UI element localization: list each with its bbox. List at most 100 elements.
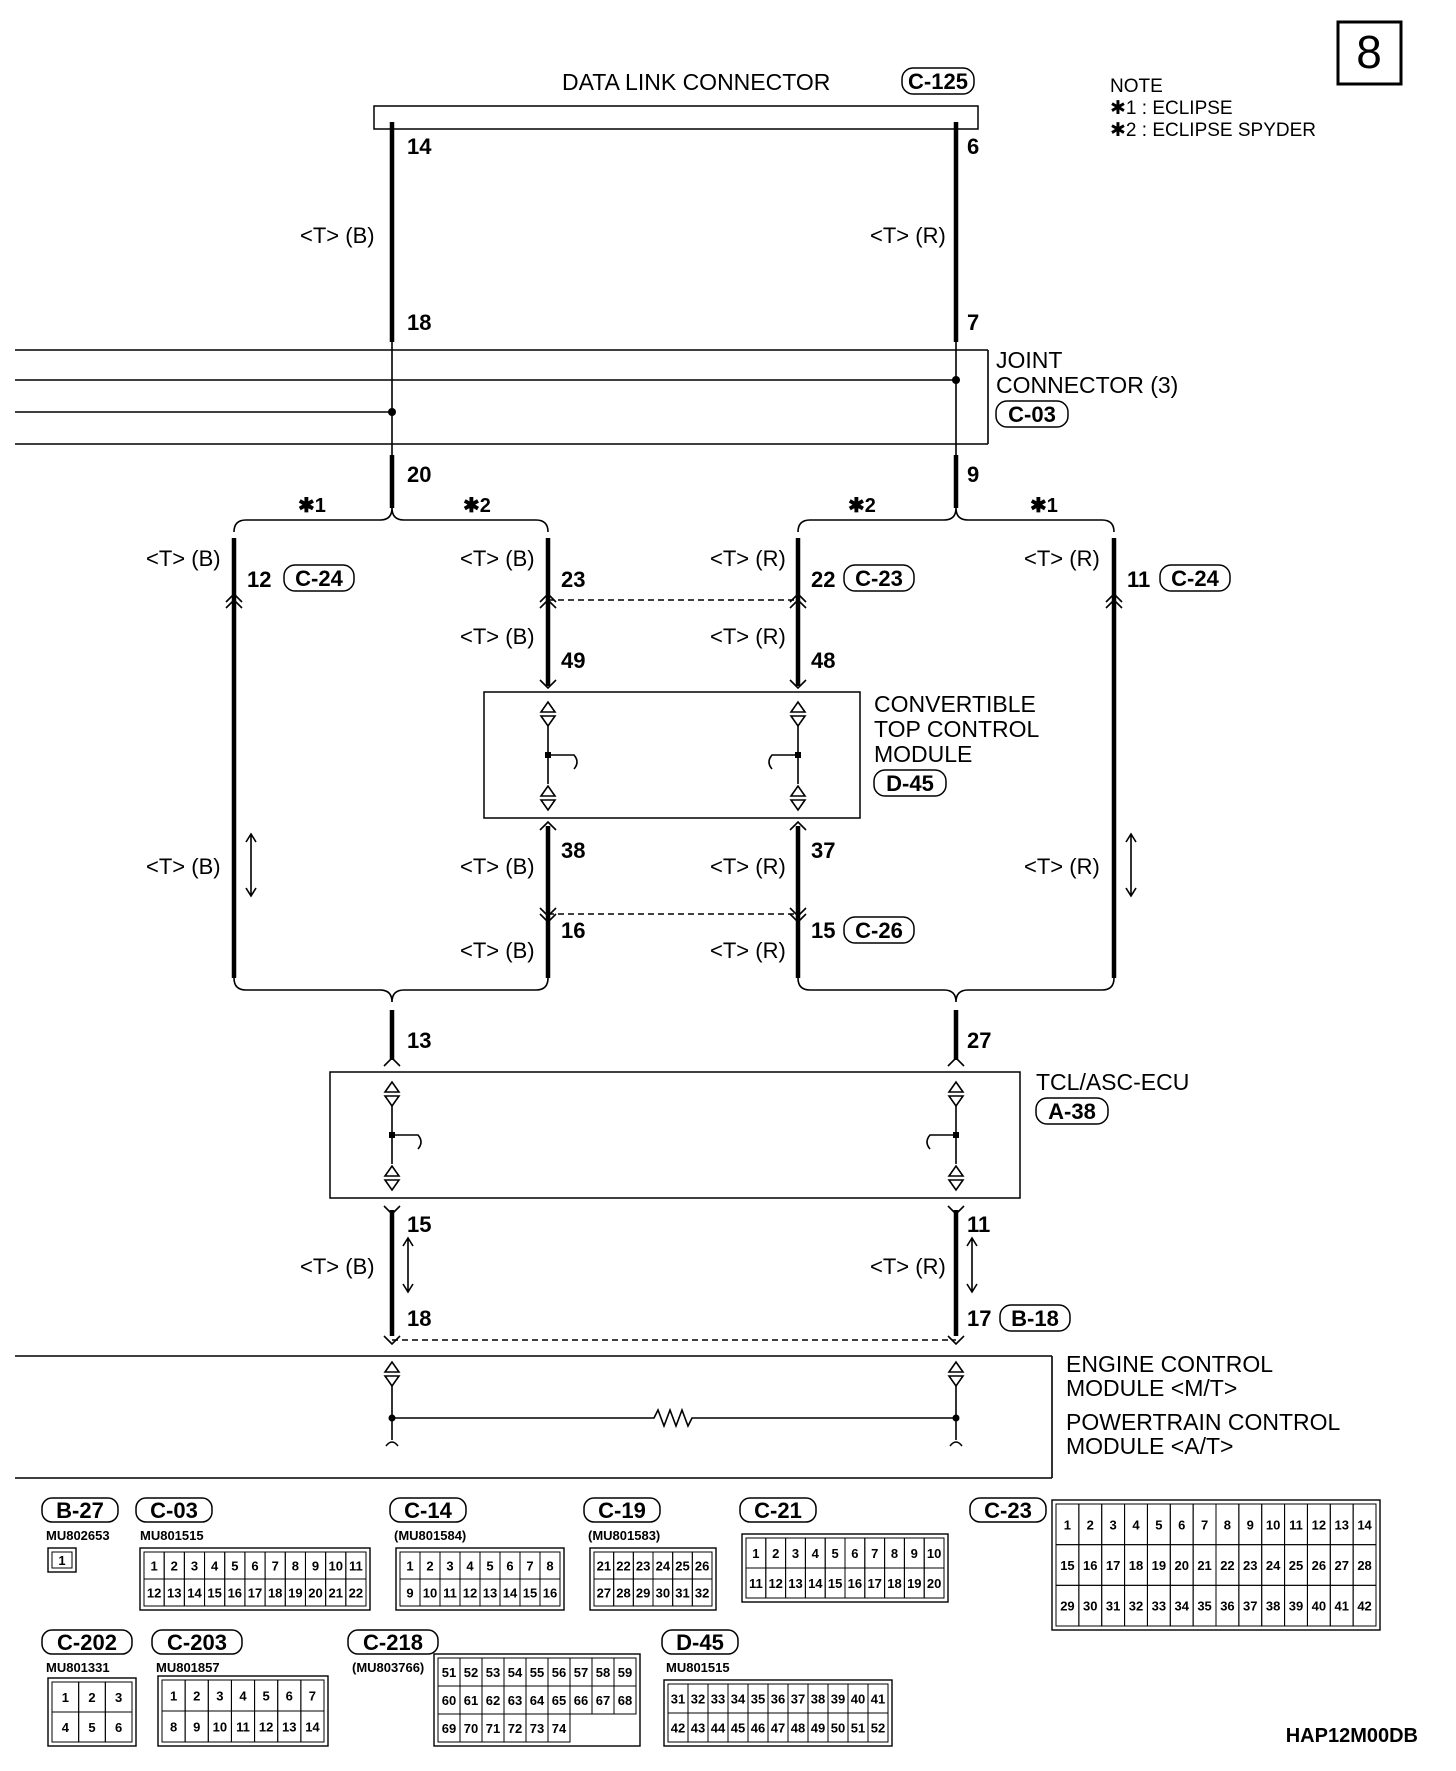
conn-view-cell-label: 42: [671, 1721, 685, 1736]
wc-pin-22: <T> (R): [710, 546, 786, 571]
conn-view-cell-label: 32: [695, 1586, 709, 1601]
conn-view-tag: [739, 1497, 817, 1523]
split-brace-right: [797, 507, 1115, 533]
pin-38: 38: [561, 838, 585, 863]
conn-view-tag: [661, 1629, 739, 1655]
conn-view-id: C-03: [150, 1498, 198, 1523]
conn-view-cell-label: 11: [443, 1586, 457, 1601]
ctcm-ref-box: [873, 769, 947, 797]
conn-view-cell-label: 12: [768, 1576, 782, 1591]
ctcm-box: [483, 691, 861, 819]
conn-view-cell-label: 7: [871, 1546, 878, 1561]
pin-16: 16: [561, 918, 585, 943]
conn-view-cell-label: 20: [927, 1576, 941, 1591]
conn-view-cell-label: 59: [618, 1665, 632, 1680]
wc-c24-12-lower: <T> (B): [146, 854, 221, 879]
conn-view-cell-label: 33: [711, 1692, 725, 1707]
bidir-arrow-left: [245, 832, 257, 898]
conn-view-cell-label: 44: [711, 1721, 726, 1736]
ecm-line-2: MODULE <M/T>: [1066, 1375, 1237, 1401]
conn-view-cell-label: 14: [1357, 1517, 1372, 1532]
conn-view-cell-label: 16: [848, 1576, 862, 1591]
conn-view-cell-label: 20: [1174, 1558, 1188, 1573]
conn-view-tag: [583, 1497, 661, 1523]
pin-11: 11: [1127, 567, 1150, 592]
joint-name-1: JOINT: [996, 347, 1062, 373]
conn-view-cell-label: 49: [811, 1721, 825, 1736]
variant-left-2: ✱2: [463, 495, 491, 517]
variant-left-1: ✱1: [298, 495, 326, 517]
conn-view-cell-label: 13: [167, 1586, 181, 1601]
conn-view-cell-label: 2: [1087, 1517, 1094, 1532]
wc-c24-11-lower: <T> (R): [1024, 854, 1100, 879]
conn-view-cell-label: 17: [1106, 1558, 1120, 1573]
ecm-line-1: ENGINE CONTROL: [1066, 1351, 1273, 1377]
chevron-c24-12: [225, 592, 243, 609]
conn-view-cell-label: 71: [486, 1721, 500, 1736]
conn-view-cell-label: 14: [187, 1586, 202, 1601]
merge-brace-right: [797, 977, 1115, 1003]
conn-view-cell-label: 8: [891, 1546, 898, 1561]
chevron-c24-11: [1105, 592, 1123, 609]
ctcm-internal: [539, 700, 807, 812]
conn-view-cell-label: 41: [871, 1692, 885, 1707]
conn-view-body: [663, 1679, 893, 1747]
conn-view-cell: [104, 1711, 133, 1743]
conn-view-cell: [345, 1578, 367, 1607]
conn-view-cell-label: 18: [1129, 1558, 1143, 1573]
conn-view-cell-label: 39: [1289, 1599, 1303, 1614]
conn-view-cell-label: 12: [259, 1720, 273, 1735]
chevron-d45-48: [789, 679, 807, 690]
conn-view-cell-label: 7: [526, 1559, 533, 1574]
dlc-ref: C-125: [908, 69, 968, 94]
conn-view-cell-label: 25: [675, 1559, 689, 1574]
tcl-pin-15: 15: [407, 1212, 431, 1237]
conn-view-body: [1051, 1499, 1381, 1631]
conn-view-cell-label: 39: [831, 1692, 845, 1707]
conn-view-cell-label: 14: [305, 1720, 320, 1735]
chevron-ecm-17: [947, 1335, 965, 1346]
conn-view-cell-label: 13: [1334, 1517, 1348, 1532]
conn-view-cell-label: 65: [552, 1693, 566, 1708]
conn-view-cell-label: 1: [150, 1559, 157, 1574]
conn-view-cell-label: 3: [115, 1690, 122, 1705]
wc-pin-49: <T> (B): [460, 624, 535, 649]
wc-ecm-right: <T> (R): [870, 1254, 946, 1279]
conn-view-cell-label: 5: [263, 1689, 270, 1704]
wc-pin-48: <T> (R): [710, 624, 786, 649]
conn-view-cell-label: 2: [193, 1689, 200, 1704]
conn-view-cell: [539, 1578, 561, 1607]
conn-view-cell-label: 16: [228, 1586, 242, 1601]
conn-view-cell-label: 23: [1243, 1558, 1257, 1573]
conn-view-cell-label: 52: [871, 1721, 885, 1736]
conn-view-tag: [135, 1497, 213, 1523]
conn-view-id: C-21: [754, 1498, 802, 1523]
conn-view-cell-label: 58: [596, 1665, 610, 1680]
wc-dlc-left: <T> (B): [300, 223, 375, 248]
tcl-pin-27: 27: [967, 1028, 991, 1053]
variant-right-2: ✱2: [848, 495, 876, 517]
conn-view-cell-label: 5: [831, 1546, 838, 1561]
conn-view-cell-label: 2: [171, 1559, 178, 1574]
wc-dlc-right: <T> (R): [870, 223, 946, 248]
conn-view-cell-label: 62: [486, 1693, 500, 1708]
ctcm-name-1: CONVERTIBLE: [874, 691, 1036, 717]
conn-view-cell-label: 40: [1312, 1599, 1326, 1614]
conn-view-cell-label: 4: [1132, 1517, 1140, 1532]
conn-view-body: [589, 1547, 717, 1611]
conn-view-cell-label: 61: [464, 1693, 478, 1708]
conn-view-cell-label: 15: [523, 1586, 537, 1601]
conn-view-cell-label: 8: [546, 1559, 553, 1574]
conn-view-body: [395, 1547, 565, 1611]
conn-view-cell-label: 9: [312, 1559, 319, 1574]
conn-view-cell-label: 22: [349, 1586, 363, 1601]
conn-view-id: C-14: [404, 1498, 452, 1523]
pin-22: 22: [811, 567, 835, 592]
bidir-arrow-ecm-right: [966, 1236, 978, 1294]
conn-view-cell-label: 22: [1220, 1558, 1234, 1573]
conn-view-cell-label: 22: [616, 1559, 630, 1574]
conn-view-cell-label: 2: [426, 1559, 433, 1574]
joint-ref: C-03: [1008, 402, 1056, 427]
joint-pin-20: 20: [407, 462, 431, 487]
